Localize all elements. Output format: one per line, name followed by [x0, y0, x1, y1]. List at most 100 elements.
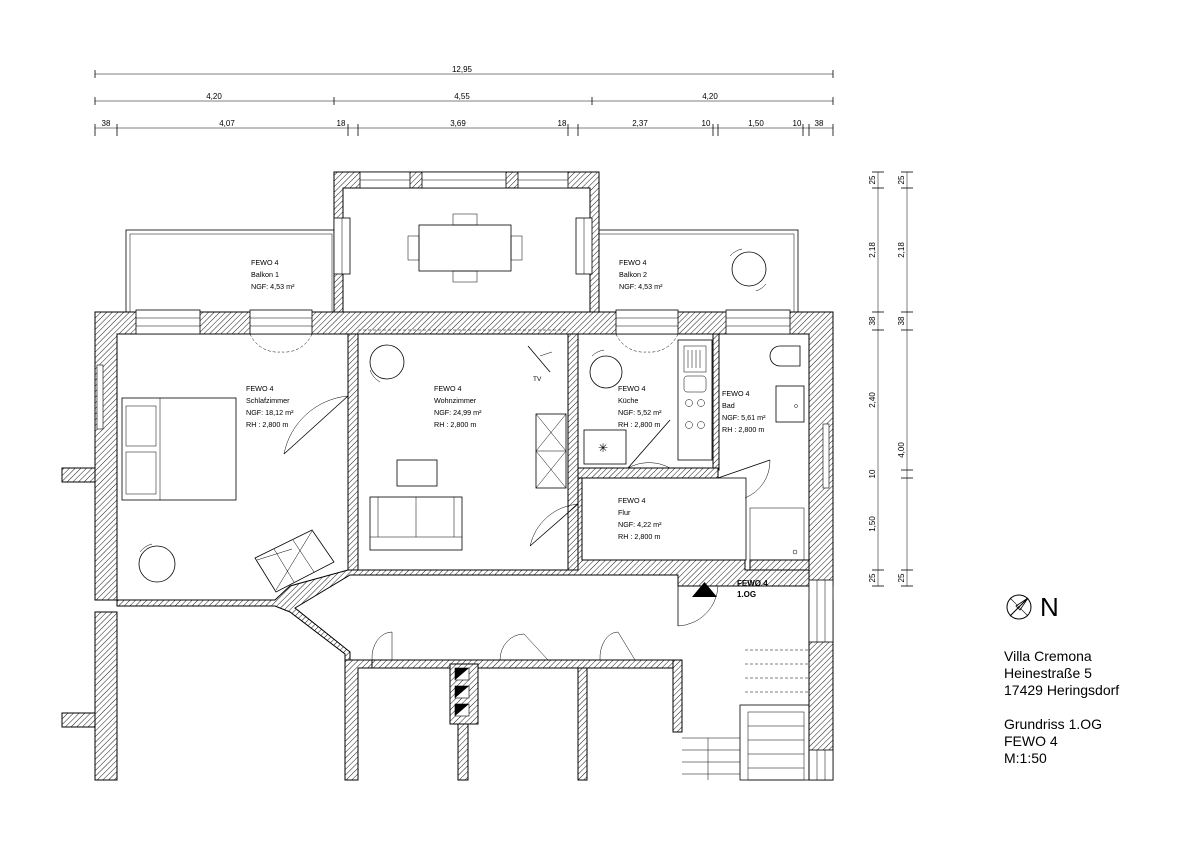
- svg-text:NGF: 4,53 m²: NGF: 4,53 m²: [251, 282, 295, 291]
- svg-text:RH : 2,800 m: RH : 2,800 m: [246, 420, 288, 429]
- dim-row2-a: 4,20: [206, 92, 222, 101]
- svg-text:RH : 2,800 m: RH : 2,800 m: [722, 425, 764, 434]
- dim-row3-3: 18: [337, 119, 346, 128]
- tv-label: TV: [533, 376, 542, 383]
- dim-r-outer-7: 25: [868, 573, 877, 582]
- tv-icon: [527, 345, 553, 373]
- svg-text:NGF: 4,53 m²: NGF: 4,53 m²: [619, 282, 663, 291]
- svg-text:NGF: 18,12 m²: NGF: 18,12 m²: [246, 408, 294, 417]
- entrance-arrow-icon: [692, 582, 717, 597]
- room-label-balkon1: FEWO 4 Balkon 1 NGF: 4,53 m²: [251, 258, 295, 291]
- dim-r-outer-2: 2,18: [868, 242, 877, 258]
- svg-text:NGF: 5,52 m²: NGF: 5,52 m²: [618, 408, 662, 417]
- address-line-1: Villa Cremona: [1004, 648, 1092, 664]
- room-label-balkon2: FEWO 4 Balkon 2 NGF: 4,53 m²: [619, 258, 663, 291]
- balconies: [125, 171, 799, 313]
- kitchen-counter: [677, 339, 713, 461]
- dim-row3-2: 4,07: [219, 119, 235, 128]
- cabinet: [535, 413, 567, 489]
- kitchen-table: [589, 349, 623, 389]
- room-label-schlafzimmer: FEWO 4 Schlafzimmer NGF: 18,12 m² RH : 2…: [246, 384, 294, 429]
- dimension-chains-right: 25 2,18 38 2,40 10 1,50 25 25 2,18 38 4,…: [868, 171, 913, 587]
- svg-text:Balkon 1: Balkon 1: [251, 270, 279, 279]
- balcony-table: [729, 248, 767, 292]
- plan-info-1: Grundriss 1.OG: [1004, 716, 1103, 732]
- svg-text:RH : 2,800 m: RH : 2,800 m: [434, 420, 476, 429]
- room-label-bad: FEWO 4 Bad NGF: 5,61 m² RH : 2,800 m: [722, 389, 766, 434]
- dining-table: [407, 213, 523, 283]
- address-block: Villa Cremona Heinestraße 5 17429 Hering…: [1004, 648, 1184, 699]
- entrance-label-2: 1.OG: [737, 590, 756, 599]
- svg-text:NGF: 24,99 m²: NGF: 24,99 m²: [434, 408, 482, 417]
- flur-outline: [581, 477, 747, 561]
- dim-r-outer-6: 1,50: [868, 516, 877, 532]
- svg-text:RH : 2,800 m: RH : 2,800 m: [618, 532, 660, 541]
- svg-text:FEWO 4: FEWO 4: [618, 384, 646, 393]
- dim-r-3: 38: [897, 316, 906, 325]
- doors: [283, 395, 771, 661]
- plan-info-2: FEWO 4: [1004, 733, 1058, 749]
- dim-overall: 12,95: [452, 65, 473, 74]
- svg-text:FEWO 4: FEWO 4: [246, 384, 274, 393]
- dim-row3-7: 10: [702, 119, 711, 128]
- svg-text:FEWO 4: FEWO 4: [618, 496, 646, 505]
- svg-text:FEWO 4: FEWO 4: [619, 258, 647, 267]
- bedroom-shelf: [254, 529, 335, 593]
- svg-text:Schlafzimmer: Schlafzimmer: [246, 396, 290, 405]
- address-line-3: 17429 Heringsdorf: [1004, 682, 1120, 698]
- dim-row3-4: 3,69: [450, 119, 466, 128]
- address-line-2: Heinestraße 5: [1004, 665, 1092, 681]
- svg-text:FEWO 4: FEWO 4: [722, 389, 750, 398]
- dim-row2-b: 4,55: [454, 92, 470, 101]
- compass: N: [1004, 590, 1184, 624]
- svg-text:RH : 2,800 m: RH : 2,800 m: [618, 420, 660, 429]
- dim-row3-9: 10: [793, 119, 802, 128]
- dim-r-4: 4,00: [897, 442, 906, 458]
- bedroom-armchair: [138, 543, 176, 583]
- room-label-wohnzimmer: FEWO 4 Wohnzimmer NGF: 24,99 m² RH : 2,8…: [434, 384, 482, 429]
- svg-text:Bad: Bad: [722, 401, 735, 410]
- staircase: [682, 649, 810, 781]
- sofa: [369, 496, 463, 551]
- svg-text:NGF: 5,61 m²: NGF: 5,61 m²: [722, 413, 766, 422]
- bath-fixtures: [749, 345, 805, 561]
- dim-row3-10: 38: [815, 119, 824, 128]
- dim-row3-1: 38: [102, 119, 111, 128]
- dim-row3-6: 2,37: [632, 119, 648, 128]
- room-label-kueche: FEWO 4 Küche NGF: 5,52 m² RH : 2,800 m: [618, 384, 662, 429]
- dim-r-outer-1: 25: [868, 175, 877, 184]
- coffee-table: [396, 459, 438, 487]
- plan-info-3: M:1:50: [1004, 750, 1047, 766]
- dim-r-outer-4: 2,40: [868, 392, 877, 408]
- dim-r-2: 2,18: [897, 242, 906, 258]
- dim-row2-c: 4,20: [702, 92, 718, 101]
- svg-text:Balkon 2: Balkon 2: [619, 270, 647, 279]
- svg-text:NGF: 4,22 m²: NGF: 4,22 m²: [618, 520, 662, 529]
- dim-r-5: 25: [897, 573, 906, 582]
- living-armchair: [369, 344, 405, 383]
- walls: [61, 311, 834, 781]
- windows: [96, 309, 834, 781]
- plan-info-block: Grundriss 1.OG FEWO 4 M:1:50: [1004, 716, 1184, 767]
- svg-text:FEWO 4: FEWO 4: [434, 384, 462, 393]
- svg-text:✳: ✳: [598, 441, 608, 455]
- bed: [121, 397, 237, 501]
- svg-text:Flur: Flur: [618, 508, 631, 517]
- shower: ✳: [583, 429, 627, 465]
- title-block: N Villa Cremona Heinestraße 5 17429 Heri…: [1004, 590, 1184, 767]
- chimney: [449, 663, 479, 725]
- balcony-doors: [249, 333, 679, 353]
- dim-r-1: 25: [897, 175, 906, 184]
- svg-text:Wohnzimmer: Wohnzimmer: [434, 396, 477, 405]
- dim-row3-8: 1,50: [748, 119, 764, 128]
- dimension-chains-top: 12,95 4,20 4,55 4,20 38 4,07 18 3,69 18 …: [94, 65, 834, 136]
- dim-r-outer-3: 38: [868, 316, 877, 325]
- dim-r-outer-5: 10: [868, 469, 877, 478]
- room-label-flur: FEWO 4 Flur NGF: 4,22 m² RH : 2,800 m: [618, 496, 662, 541]
- north-arrow-icon: [1006, 594, 1032, 620]
- svg-text:FEWO 4: FEWO 4: [251, 258, 279, 267]
- svg-text:Küche: Küche: [618, 396, 638, 405]
- entrance-label-1: FEWO 4: [737, 579, 768, 588]
- north-letter: N: [1040, 592, 1059, 622]
